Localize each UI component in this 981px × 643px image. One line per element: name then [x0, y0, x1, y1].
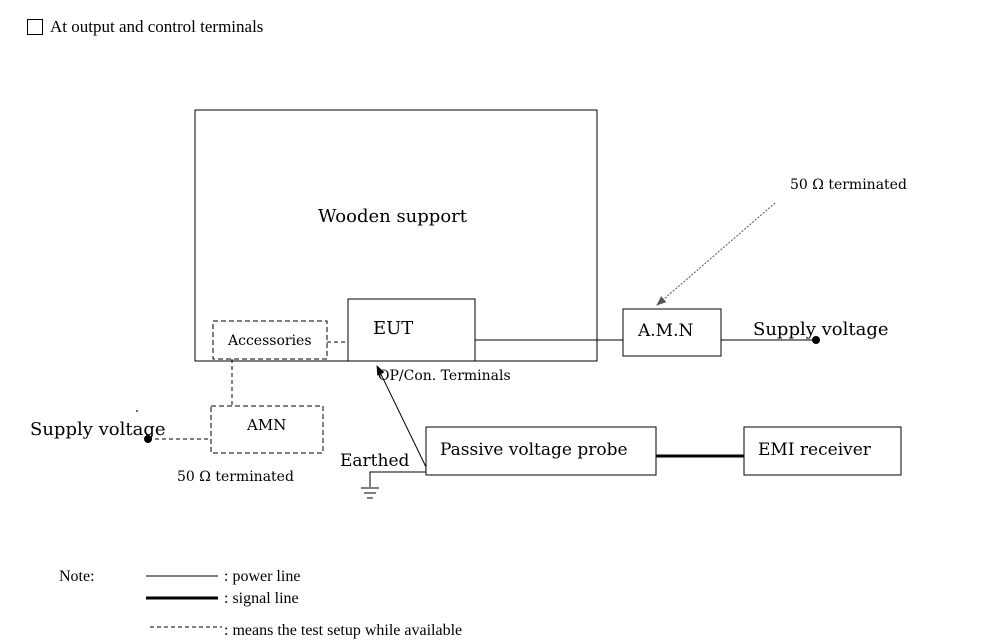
legend-power-line-text: : power line	[224, 568, 300, 585]
amn-left-box	[210, 405, 324, 454]
accessories-label: Accessories	[227, 333, 312, 349]
legend-signal-line-text: : signal line	[224, 590, 299, 607]
wooden-support-label: Wooden support	[318, 206, 468, 227]
eut-label: EUT	[373, 318, 413, 339]
amn-left-label: AMN	[246, 416, 286, 434]
checkbox-label: At output and control terminals	[50, 17, 264, 36]
earthed-label: Earthed	[340, 451, 410, 471]
emi-receiver-box	[743, 426, 902, 476]
checkbox[interactable]	[27, 19, 43, 35]
earth-wire	[369, 471, 426, 487]
passive-voltage-probe-box	[425, 426, 657, 476]
stray-dot	[136, 410, 138, 412]
amn-right-box	[622, 308, 722, 357]
probe-to-terminals-arrow	[376, 365, 427, 468]
legend-dashed-line-text: : means the test setup while available	[224, 622, 462, 639]
legend-note-label: Note:	[59, 568, 95, 585]
supply-voltage-left-label: Supply voltage	[30, 419, 166, 440]
supply-voltage-right-label: Supply voltage	[753, 319, 889, 340]
passive-voltage-probe-label: Passive voltage probe	[440, 440, 628, 460]
terminated-right-arrow	[656, 202, 776, 306]
eut-box	[347, 298, 476, 362]
amn-right-label: A.M.N	[637, 321, 693, 341]
op-con-terminals-label: OP/Con. Terminals	[378, 368, 511, 384]
terminal-option: At output and control terminals	[27, 17, 263, 37]
terminated-right-label: 50 Ω terminated	[790, 177, 907, 193]
supply-terminal-left	[144, 435, 152, 443]
supply-terminal-right	[812, 336, 820, 344]
terminated-left-label: 50 Ω terminated	[177, 469, 294, 485]
emi-receiver-label: EMI receiver	[758, 440, 872, 460]
accessories-box	[212, 320, 328, 360]
